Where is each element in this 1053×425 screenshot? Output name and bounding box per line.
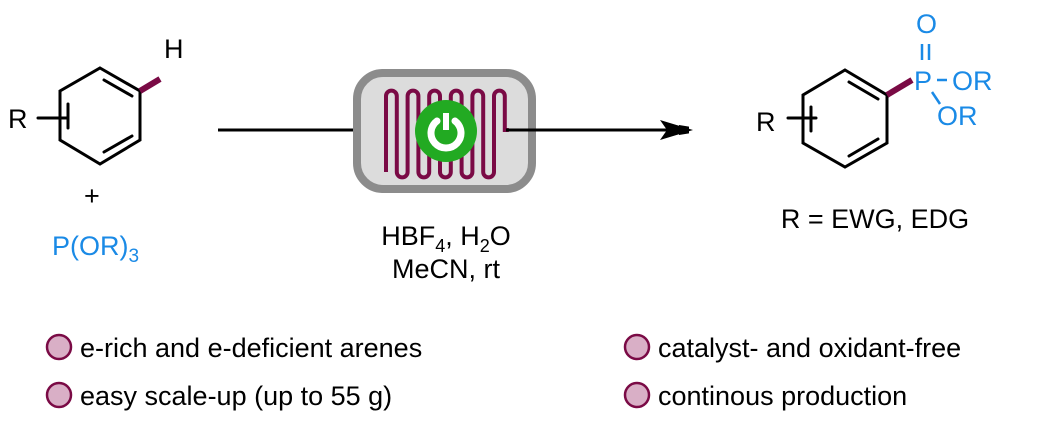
feature-text: easy scale-up (up to 55 g)	[80, 381, 392, 411]
feature-item: easy scale-up (up to 55 g)	[45, 381, 392, 411]
bullet-icon	[45, 381, 73, 409]
flow-reactor	[353, 69, 536, 193]
oxo-label: O	[916, 9, 937, 39]
conditions-line1: HBF4, H2O	[381, 221, 511, 256]
phosphite-label: P(OR)3	[52, 231, 139, 267]
product-arylphosphonate: R P O OR OR R = EWG, EDG	[756, 9, 993, 234]
serpentine-channel	[384, 88, 509, 180]
feature-text: catalyst- and oxidant-free	[658, 333, 961, 363]
ch-bond-highlight	[138, 76, 162, 94]
arrowhead	[660, 120, 693, 140]
conditions-line2: MeCN, rt	[392, 254, 500, 284]
feature-list: e-rich and e-deficient arenes easy scale…	[45, 333, 961, 411]
feature-item: continous production	[623, 381, 907, 411]
bullet-icon	[45, 333, 73, 361]
bullet-icon	[623, 381, 651, 409]
feature-text: e-rich and e-deficient arenes	[80, 333, 422, 363]
plus-sign: +	[84, 181, 100, 211]
product-r-label: R	[756, 107, 776, 137]
substituent-scope: R = EWG, EDG	[781, 204, 969, 234]
feature-item: e-rich and e-deficient arenes	[45, 333, 422, 363]
power-icon-bg	[415, 100, 477, 162]
cp-bond-highlight	[885, 77, 914, 98]
feature-item: catalyst- and oxidant-free	[623, 333, 961, 363]
phosphorus-label: P	[914, 66, 932, 96]
bullet-icon	[623, 333, 651, 361]
reactant-arene: R H + P(OR)3	[8, 34, 184, 267]
power-icon	[427, 113, 465, 152]
alkoxy-label-1: OR	[952, 66, 993, 96]
reactant-h-label: H	[164, 34, 184, 64]
feature-text: continous production	[658, 381, 907, 411]
alkoxy-label-2: OR	[937, 101, 978, 131]
reactant-r-label: R	[8, 104, 28, 134]
